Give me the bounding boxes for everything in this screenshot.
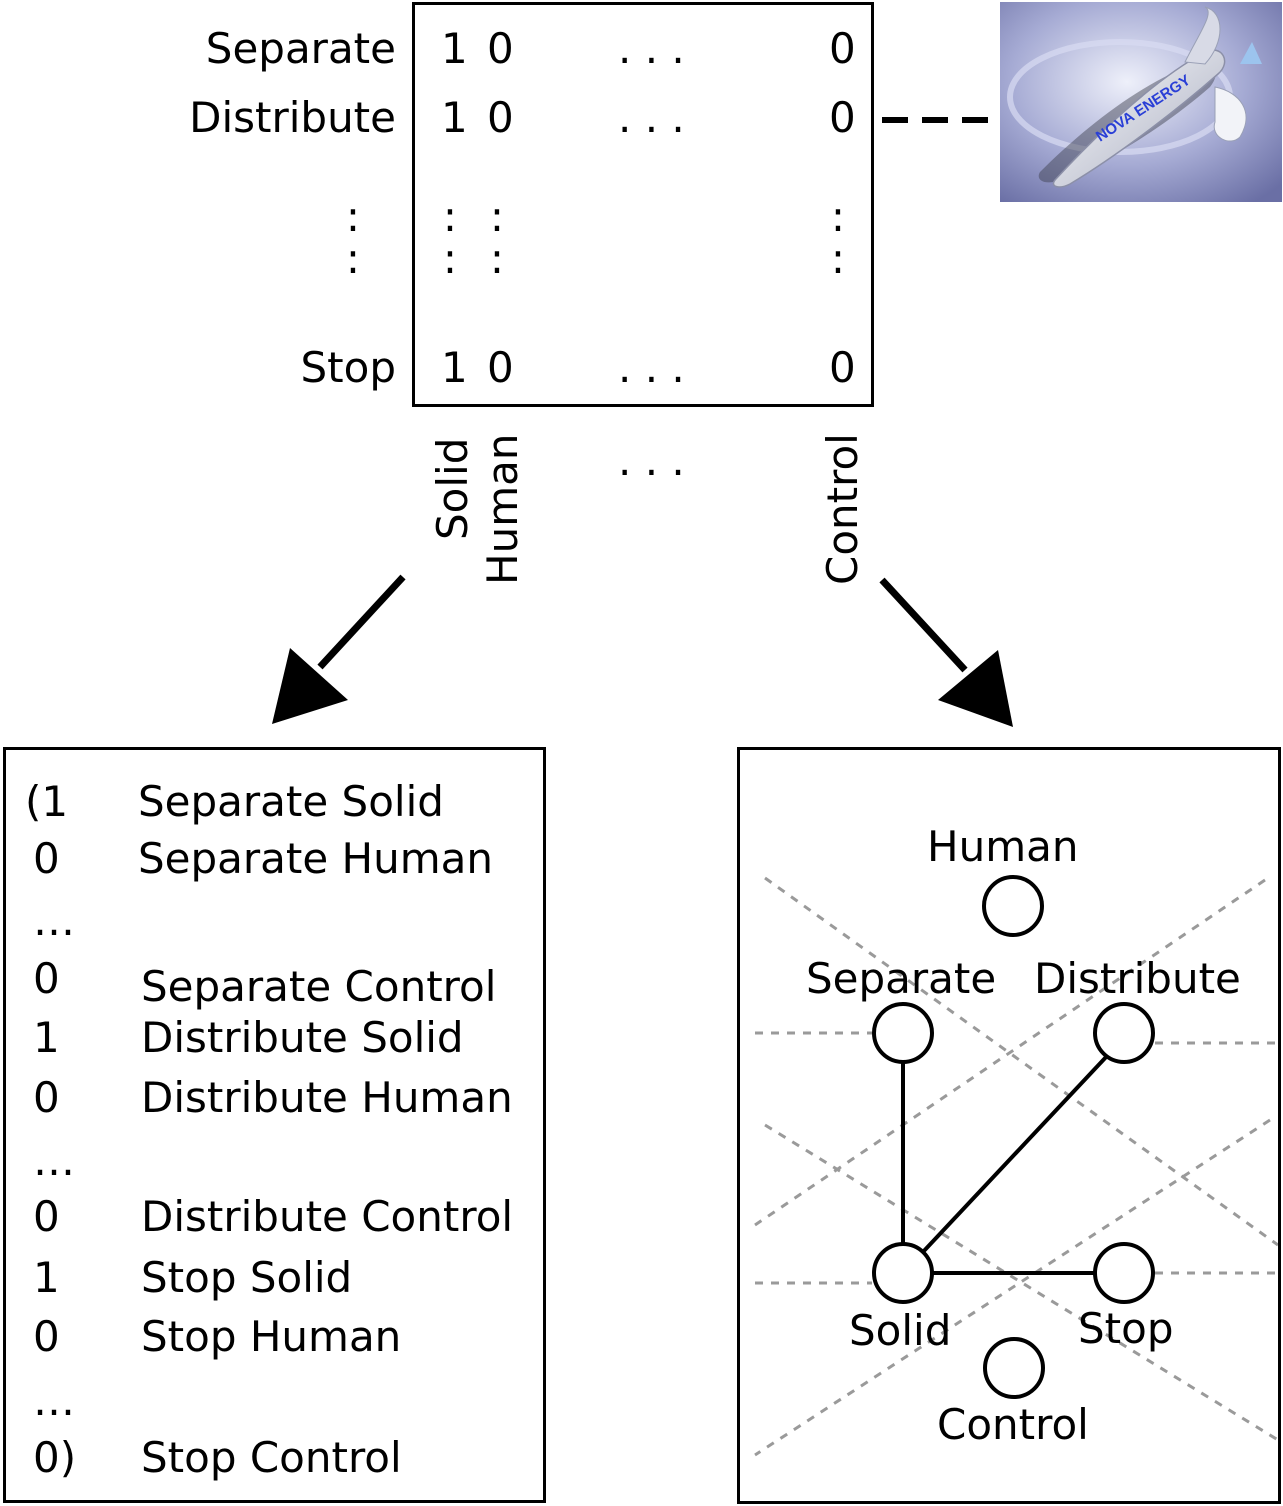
matrix-dots: . . . [618, 343, 685, 392]
vector-label: Distribute Control [141, 1192, 514, 1241]
arrow-left-head [272, 648, 348, 724]
relation-matrix [412, 2, 874, 407]
vector-value: 1 [33, 1253, 60, 1302]
matrix-vdots: :: [489, 192, 505, 283]
nova-energy-logo-image: NOVA ENERGY [1000, 2, 1282, 202]
vector-label: Stop Human [141, 1312, 402, 1361]
vector-label: Distribute Solid [141, 1013, 464, 1062]
dashed-non-edges [754, 876, 1279, 1457]
vector-ellipsis: … [33, 1136, 75, 1185]
matrix-cell: 1 [441, 24, 468, 73]
node-human [982, 875, 1044, 937]
vector-ellipsis: … [33, 896, 75, 945]
arrow-left-shaft [317, 574, 406, 670]
vector-value: 0) [33, 1433, 77, 1482]
vector-value: 0 [33, 954, 60, 1003]
node-label-solid: Solid [849, 1306, 952, 1355]
vector-value: 0 [33, 1073, 60, 1122]
node-distribute [1093, 1002, 1155, 1064]
arrow-right-head [938, 650, 1013, 727]
vector-value: 0 [33, 1312, 60, 1361]
vector-list-box [3, 747, 546, 1503]
node-separate [872, 1002, 934, 1064]
row-label-separate: Separate [205, 24, 396, 73]
node-stop [1093, 1242, 1155, 1304]
matrix-cell: 0 [487, 343, 514, 392]
node-label-human: Human [927, 822, 1079, 871]
row-vdots: :: [345, 192, 361, 283]
matrix-cell: 1 [441, 343, 468, 392]
edge-distribute-solid [920, 1054, 1109, 1255]
node-control [983, 1337, 1045, 1399]
graph-box [737, 747, 1281, 1504]
vector-label: Stop Control [141, 1433, 402, 1482]
vector-value: 1 [33, 1013, 60, 1062]
vector-label: Stop Solid [141, 1253, 353, 1302]
node-label-distribute: Distribute [1034, 954, 1241, 1003]
vector-label: Separate Human [138, 834, 494, 883]
matrix-dots: . . . [618, 93, 685, 142]
vector-label: Separate Solid [138, 777, 444, 826]
node-solid [872, 1242, 934, 1304]
matrix-vdots: :: [830, 192, 846, 283]
row-label-distribute: Distribute [189, 93, 396, 142]
matrix-cell: 0 [487, 93, 514, 142]
matrix-cell: 0 [829, 24, 856, 73]
node-label-separate: Separate [806, 954, 997, 1003]
vector-value: 0 [33, 1192, 60, 1241]
vector-ellipsis: … [33, 1376, 75, 1425]
graph-edges [901, 1054, 1109, 1275]
row-label-stop: Stop [300, 343, 396, 392]
vector-value: (1 [25, 777, 69, 826]
matrix-cell: 0 [829, 343, 856, 392]
vector-label: Distribute Human [141, 1073, 513, 1122]
matrix-cell: 0 [487, 24, 514, 73]
vector-value: 0 [33, 834, 60, 883]
vector-label: Separate Control [141, 962, 497, 1011]
matrix-vdots: :: [442, 192, 458, 283]
matrix-cell: 1 [441, 93, 468, 142]
node-label-control: Control [937, 1400, 1089, 1449]
column-dots: . . . [618, 436, 685, 485]
arrow-right-shaft [879, 577, 968, 673]
matrix-dots: . . . [618, 24, 685, 73]
node-label-stop: Stop [1078, 1304, 1174, 1353]
matrix-cell: 0 [829, 93, 856, 142]
